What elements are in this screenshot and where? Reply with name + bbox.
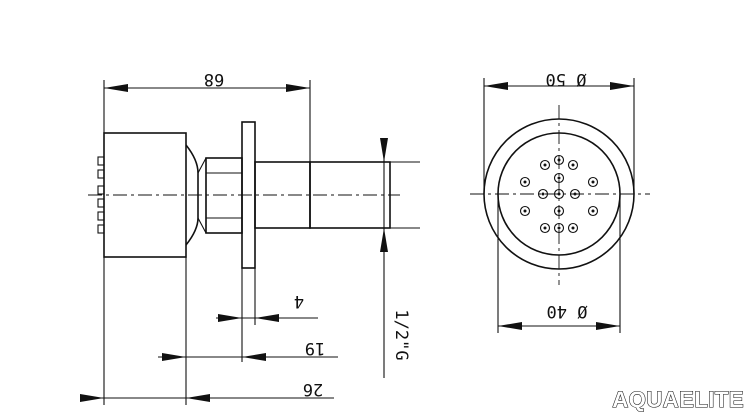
side-body: [103, 132, 187, 258]
dim-d40-label: Ø 40: [547, 301, 588, 321]
side-collar: [205, 157, 243, 234]
dim-4-label: 4: [294, 291, 304, 311]
dim-19: 19: [158, 338, 338, 361]
dim-thread: 1/2"G: [380, 138, 420, 378]
dim-d50: Ø 50: [483, 69, 635, 194]
front-view: Ø 50 Ø 40: [470, 69, 650, 333]
side-nozzle-bumps: [97, 156, 105, 234]
dim-26-label: 26: [303, 379, 323, 399]
brand-logo: AQUAELITE: [612, 387, 744, 412]
dim-19-label: 19: [305, 338, 325, 358]
side-view: 68 1/2"G 4 19: [80, 69, 420, 405]
dim-68: 68: [103, 69, 311, 162]
dim-d50-label: Ø 50: [546, 69, 587, 89]
dim-d40: Ø 40: [497, 194, 621, 333]
front-nozzles: [519, 154, 599, 234]
side-neck: [185, 144, 199, 246]
dim-26: 26: [80, 379, 334, 402]
side-thread: [309, 161, 391, 229]
dim-4: 4: [216, 291, 318, 322]
dim-thread-label: 1/2"G: [391, 309, 411, 360]
dim-68-label: 68: [204, 69, 224, 89]
